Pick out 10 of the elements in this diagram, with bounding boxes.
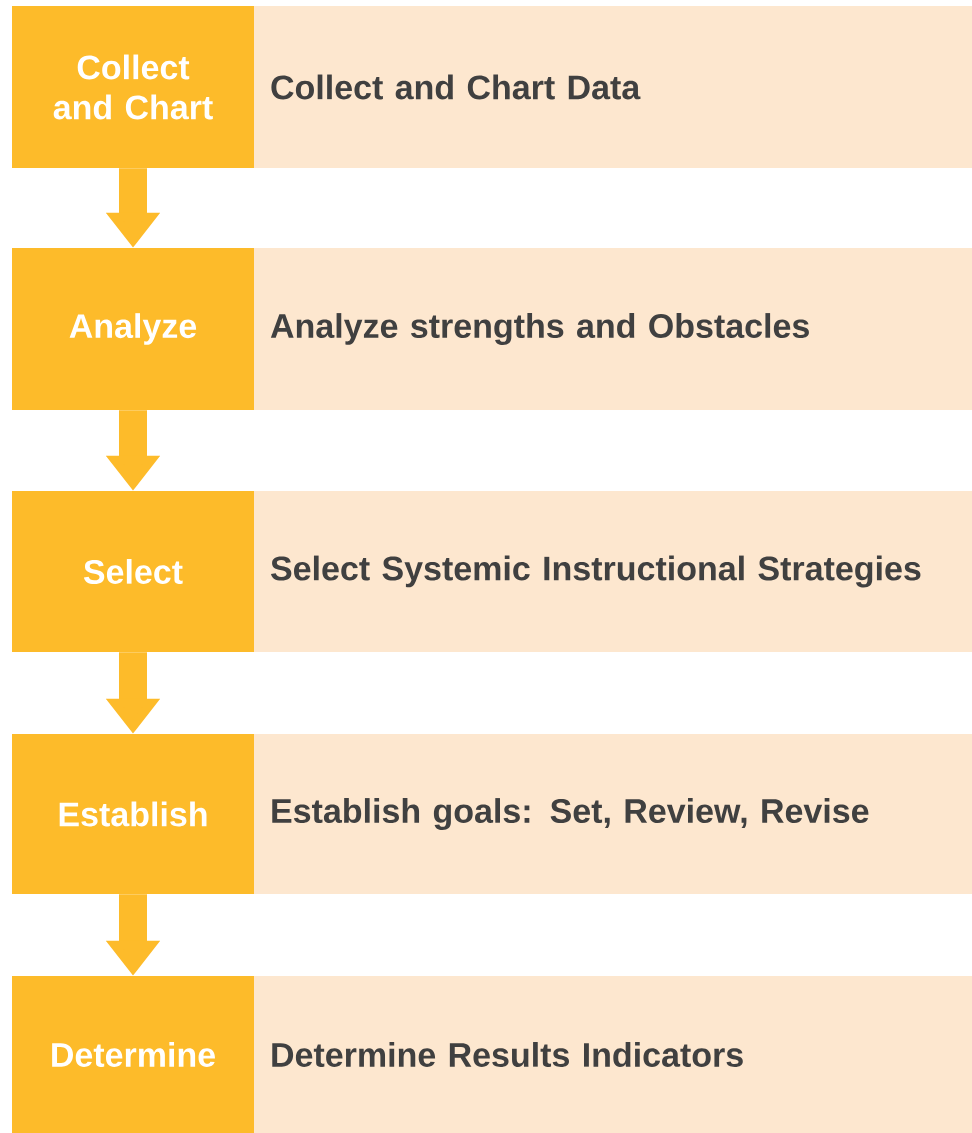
description-band: Collect and Chart Data [254, 6, 972, 168]
description-band: Determine Results Indicators [254, 976, 972, 1133]
description-band: Analyze strengths and Obstacles [254, 248, 972, 410]
description-band: Establish goals: Set, Review, Revise [254, 734, 972, 894]
step-box: Analyze [12, 248, 254, 410]
description-band: Select Systemic Instructional Strategies [254, 491, 972, 652]
step-box: Establish [12, 734, 254, 894]
step-box: Select [12, 491, 254, 652]
step-box: Collect and Chart [12, 6, 254, 168]
step-box: Determine [12, 976, 254, 1133]
